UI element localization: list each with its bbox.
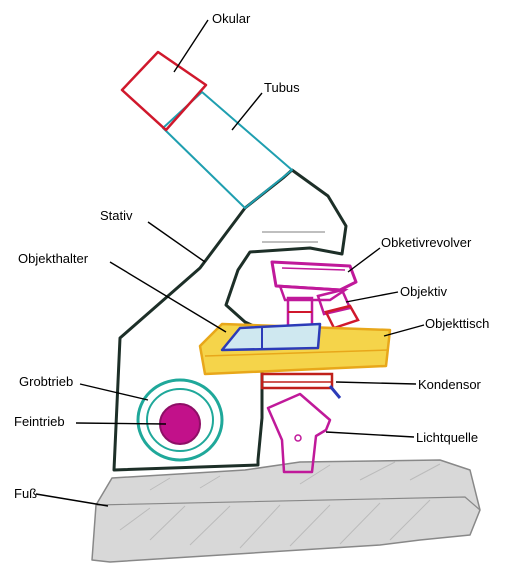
label-kondensor: Kondensor: [418, 377, 482, 392]
label-tubus: Tubus: [264, 80, 300, 95]
label-objekthalter: Objekthalter: [18, 251, 89, 266]
light-source-part: [268, 394, 330, 472]
label-stativ: Stativ: [100, 208, 133, 223]
leader-lines: [36, 20, 424, 506]
eyepiece-part: [122, 52, 206, 130]
label-objektiv: Objektiv: [400, 284, 447, 299]
objectives-part: [288, 290, 358, 328]
label-grobtrieb: Grobtrieb: [19, 374, 73, 389]
label-lichtquelle: Lichtquelle: [416, 430, 478, 445]
label-objekttisch: Objekttisch: [425, 316, 489, 331]
label-feintrieb: Feintrieb: [14, 414, 65, 429]
label-obkeetivrevolver: Obketivrevolver: [381, 235, 472, 250]
foot-part: [92, 460, 480, 562]
tube-part: [163, 92, 292, 208]
label-fuss: Fuß: [14, 486, 37, 501]
label-okular: Okular: [212, 11, 251, 26]
